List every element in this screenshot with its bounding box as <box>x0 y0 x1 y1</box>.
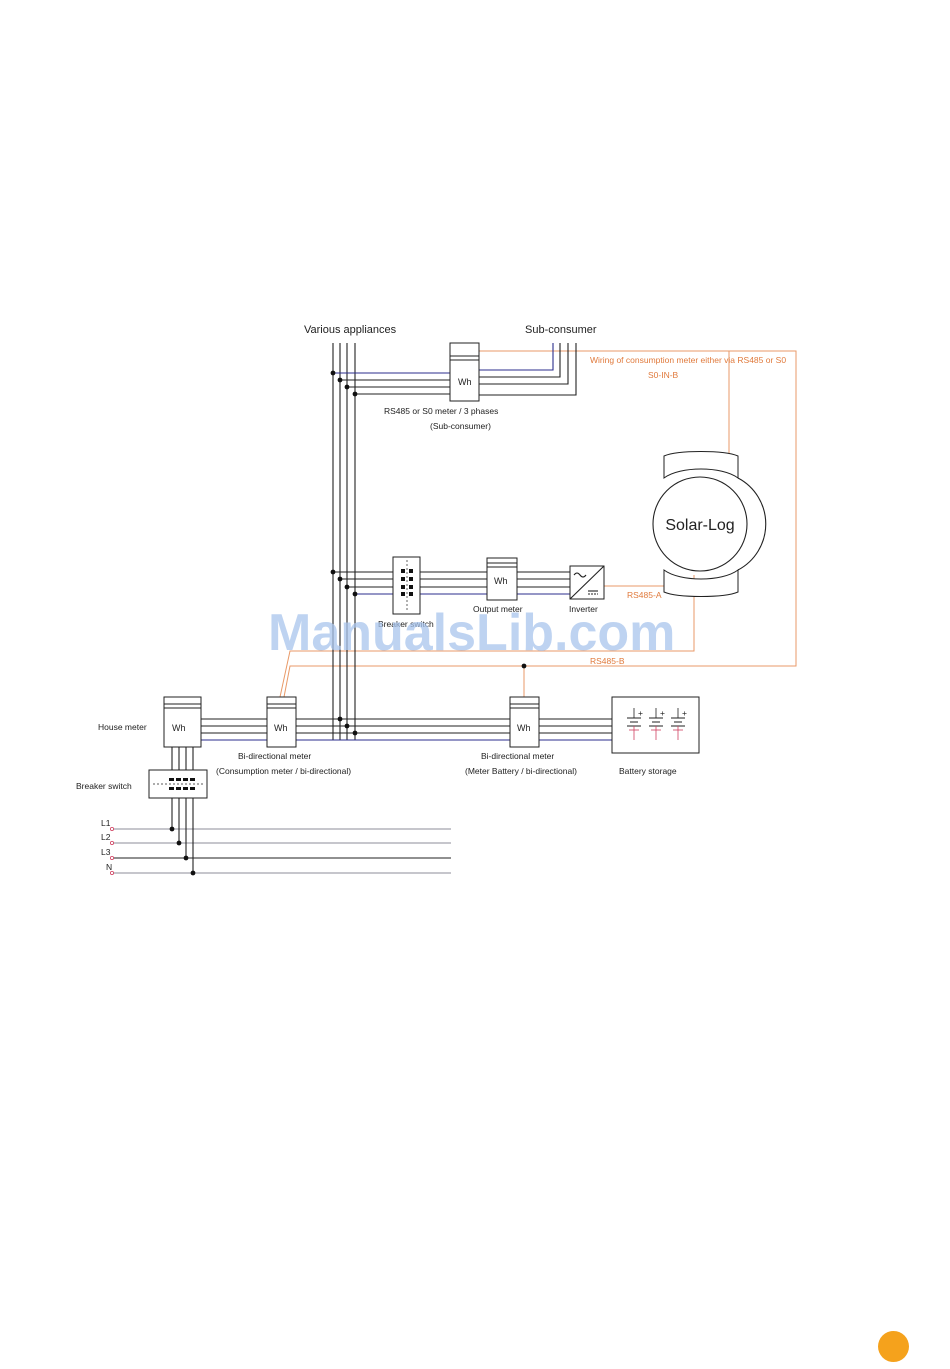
supply-lines <box>110 747 451 876</box>
labels: Various appliances Sub-consumer Wiring o… <box>76 324 786 872</box>
sub-consumer-branch <box>330 343 577 397</box>
label-battery-storage: Battery storage <box>619 766 677 776</box>
vertical-bus <box>332 343 356 740</box>
label-wiring-note: Wiring of consumption meter either via R… <box>590 355 786 365</box>
label-bidir-meter-2: Bi-directional meter <box>481 751 554 761</box>
label-house-meter: House meter <box>98 722 147 732</box>
label-various-appliances: Various appliances <box>304 324 397 336</box>
svg-text:+: + <box>638 708 643 718</box>
label-bidir-meter-1: Bi-directional meter <box>238 751 311 761</box>
label-pv-breaker-switch: Breaker switch <box>378 619 434 629</box>
battery-cell-icon: + <box>649 708 665 740</box>
solar-log-title: Solar-Log <box>665 517 734 534</box>
label-main-breaker-switch: Breaker switch <box>76 781 132 791</box>
solar-log-device: Solar-Log <box>652 451 767 597</box>
page-number-badge <box>878 1331 909 1362</box>
svg-text:+: + <box>660 708 665 718</box>
label-l1: L1 <box>101 818 111 828</box>
output-meter: Wh <box>486 557 518 601</box>
meter-wh-label: Wh <box>458 377 472 387</box>
meter-wh-label: Wh <box>517 723 531 733</box>
house-meter: Wh <box>163 696 202 748</box>
label-bidir-meter-2-note: (Meter Battery / bi-directional) <box>465 766 577 776</box>
svg-text:+: + <box>682 708 687 718</box>
label-output-meter: Output meter <box>473 604 523 614</box>
label-sub-meter-note: (Sub-consumer) <box>430 421 491 431</box>
battery-cell-icon: + <box>671 708 687 740</box>
label-sub-meter: RS485 or S0 meter / 3 phases <box>384 406 498 416</box>
sub-consumer-meter: Wh <box>449 342 480 402</box>
pv-branch <box>330 569 570 597</box>
watermark: ManualsLib.com <box>268 604 675 662</box>
bidirectional-consumption-meter: Wh <box>266 696 297 748</box>
label-sub-consumer: Sub-consumer <box>525 324 597 336</box>
meter-wh-label: Wh <box>494 576 508 586</box>
data-cables <box>279 350 797 698</box>
label-rs485-a: RS485-A <box>627 590 662 600</box>
battery-cell-icon: + <box>627 708 643 740</box>
bidirectional-battery-meter: Wh <box>509 696 540 748</box>
main-bus <box>201 663 612 741</box>
label-n: N <box>106 862 112 872</box>
label-l2: L2 <box>101 832 111 842</box>
pv-breaker-switch <box>392 556 421 615</box>
meter-wh-label: Wh <box>172 723 186 733</box>
label-bidir-meter-1-note: (Consumption meter / bi-directional) <box>216 766 351 776</box>
label-inverter: Inverter <box>569 604 598 614</box>
label-s0-in-b: S0-IN-B <box>648 370 679 380</box>
battery-storage: + + + <box>611 696 700 754</box>
meter-wh-label: Wh <box>274 723 288 733</box>
label-rs485-b: RS485-B <box>590 656 625 666</box>
inverter <box>569 565 605 600</box>
label-l3: L3 <box>101 847 111 857</box>
main-breaker-switch <box>148 769 208 799</box>
